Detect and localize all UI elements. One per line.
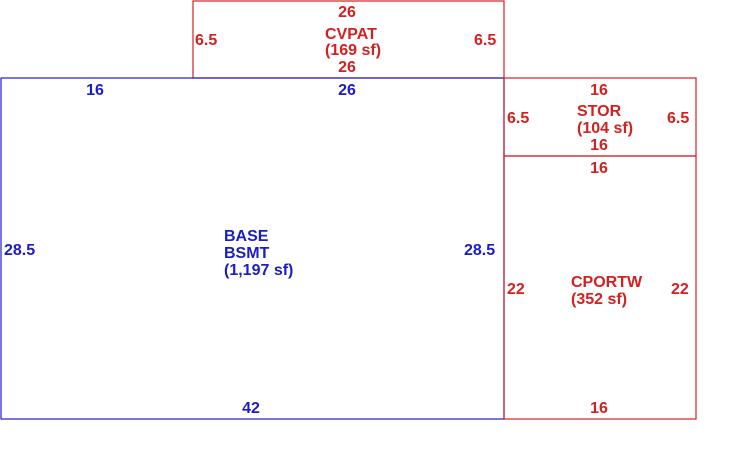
cportw-size: (352 sf) (571, 291, 627, 308)
base-dim-right: 28.5 (464, 242, 495, 259)
base-dim-top-left: 16 (86, 82, 104, 99)
stor-code: STOR (577, 103, 622, 120)
stor-dim-bottom: 16 (590, 137, 608, 154)
base-size: (1,197 sf) (224, 262, 293, 279)
cportw-code: CPORTW (571, 274, 643, 291)
cportw-dim-right: 22 (671, 281, 689, 298)
cvpat-size: (169 sf) (325, 42, 381, 59)
area-cportw: 16 16 22 22 CPORTW (352 sf) (503, 155, 697, 420)
stor-dim-right: 6.5 (667, 110, 689, 127)
cportw-outline (503, 155, 697, 420)
area-cvpat: 26 26 6.5 6.5 CVPAT (169 sf) (192, 0, 505, 79)
cvpat-code: CVPAT (325, 26, 377, 43)
cvpat-dim-top: 26 (338, 4, 356, 21)
stor-dim-top: 16 (590, 82, 608, 99)
base-dim-bottom: 42 (242, 400, 260, 417)
cportw-dim-bottom: 16 (590, 400, 608, 417)
cvpat-dim-left: 6.5 (195, 32, 217, 49)
stor-size: (104 sf) (577, 120, 633, 137)
stor-dim-left: 6.5 (507, 110, 529, 127)
base-code: BASE (224, 228, 269, 245)
cvpat-dim-right: 6.5 (474, 32, 496, 49)
cportw-dim-left: 22 (507, 281, 525, 298)
area-stor: 16 16 6.5 6.5 STOR (104 sf) (503, 77, 697, 157)
cportw-dim-top: 16 (590, 160, 608, 177)
base-code-2: BSMT (224, 245, 270, 262)
base-dim-top-right: 26 (338, 82, 356, 99)
area-base: 16 26 42 28.5 28.5 BASE BSMT (1,197 sf) (0, 77, 505, 420)
cvpat-dim-bottom: 26 (338, 59, 356, 76)
base-dim-left: 28.5 (4, 242, 35, 259)
